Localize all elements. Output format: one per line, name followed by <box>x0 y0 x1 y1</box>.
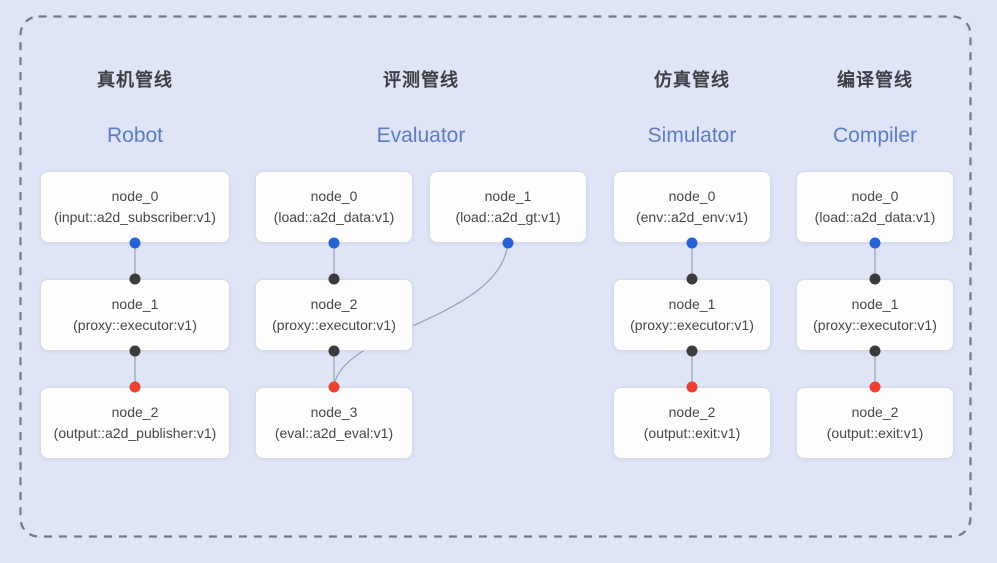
robot-node0-output-port <box>129 237 141 249</box>
evaluator-pipeline-subtitle: Evaluator <box>376 124 466 147</box>
robot-node-1: node_1 (proxy::executor:v1) <box>40 279 230 351</box>
node-type: (load::a2d_data:v1) <box>273 209 395 225</box>
node-name: node_0 <box>111 188 159 204</box>
node-name: node_1 <box>851 296 899 312</box>
compiler-node-2: node_2 (output::exit:v1) <box>796 387 954 459</box>
node-type: (input::a2d_subscriber:v1) <box>54 209 216 225</box>
simulator-node1-input-port <box>686 273 698 285</box>
evaluator-node-1: node_1 (load::a2d_gt:v1) <box>429 171 587 243</box>
node-type: (load::a2d_data:v1) <box>814 209 936 225</box>
simulator-node2-input-port <box>686 381 698 393</box>
simulator-node-0: node_0 (env::a2d_env:v1) <box>613 171 771 243</box>
node-name: node_2 <box>851 404 899 420</box>
node-name: node_0 <box>851 188 899 204</box>
node-name: node_2 <box>111 404 159 420</box>
node-name: node_1 <box>111 296 159 312</box>
robot-node1-input-port <box>129 273 141 285</box>
node-name: node_1 <box>484 188 532 204</box>
node-type: (output::exit:v1) <box>826 425 924 441</box>
evaluator-node2-input-port <box>328 273 340 285</box>
evaluator-node-0: node_0 (load::a2d_data:v1) <box>255 171 413 243</box>
robot-pipeline-title: 真机管线 <box>97 70 173 90</box>
simulator-pipeline-subtitle: Simulator <box>647 124 737 147</box>
evaluator-node3-input-port <box>328 381 340 393</box>
node-type: (proxy::executor:v1) <box>630 317 754 333</box>
robot-node1-output-port <box>129 345 141 357</box>
robot-pipeline-subtitle: Robot <box>106 124 164 147</box>
compiler-node0-output-port <box>869 237 881 249</box>
simulator-node1-output-port <box>686 345 698 357</box>
node-type: (output::exit:v1) <box>643 425 741 441</box>
robot-node-2: node_2 (output::a2d_publisher:v1) <box>40 387 230 459</box>
evaluator-node-3: node_3 (eval::a2d_eval:v1) <box>255 387 413 459</box>
node-type: (proxy::executor:v1) <box>272 317 396 333</box>
compiler-pipeline-title: 编译管线 <box>837 70 913 90</box>
node-type: (proxy::executor:v1) <box>73 317 197 333</box>
compiler-node-1: node_1 (proxy::executor:v1) <box>796 279 954 351</box>
simulator-node-2: node_2 (output::exit:v1) <box>613 387 771 459</box>
dashed-border <box>19 15 972 538</box>
evaluator-node0-output-port <box>328 237 340 249</box>
node-name: node_0 <box>668 188 716 204</box>
node-type: (load::a2d_gt:v1) <box>455 209 561 225</box>
node-name: node_0 <box>310 188 358 204</box>
evaluator-node-2: node_2 (proxy::executor:v1) <box>255 279 413 351</box>
compiler-pipeline-subtitle: Compiler <box>832 124 918 147</box>
evaluator-node2-output-port <box>328 345 340 357</box>
node-type: (eval::a2d_eval:v1) <box>274 425 394 441</box>
node-name: node_1 <box>668 296 716 312</box>
robot-node-0: node_0 (input::a2d_subscriber:v1) <box>40 171 230 243</box>
node-type: (proxy::executor:v1) <box>813 317 937 333</box>
compiler-node1-output-port <box>869 345 881 357</box>
node-name: node_2 <box>668 404 716 420</box>
evaluator-pipeline-title: 评测管线 <box>383 70 459 90</box>
compiler-node1-input-port <box>869 273 881 285</box>
node-name: node_3 <box>310 404 358 420</box>
simulator-pipeline-title: 仿真管线 <box>654 70 730 90</box>
evaluator-node1-output-port <box>502 237 514 249</box>
node-type: (env::a2d_env:v1) <box>635 209 749 225</box>
compiler-node2-input-port <box>869 381 881 393</box>
node-type: (output::a2d_publisher:v1) <box>53 425 217 441</box>
simulator-node-1: node_1 (proxy::executor:v1) <box>613 279 771 351</box>
robot-node2-input-port <box>129 381 141 393</box>
compiler-node-0: node_0 (load::a2d_data:v1) <box>796 171 954 243</box>
edge-evaluator-node1-node3 <box>333 242 509 388</box>
simulator-node0-output-port <box>686 237 698 249</box>
node-name: node_2 <box>310 296 358 312</box>
